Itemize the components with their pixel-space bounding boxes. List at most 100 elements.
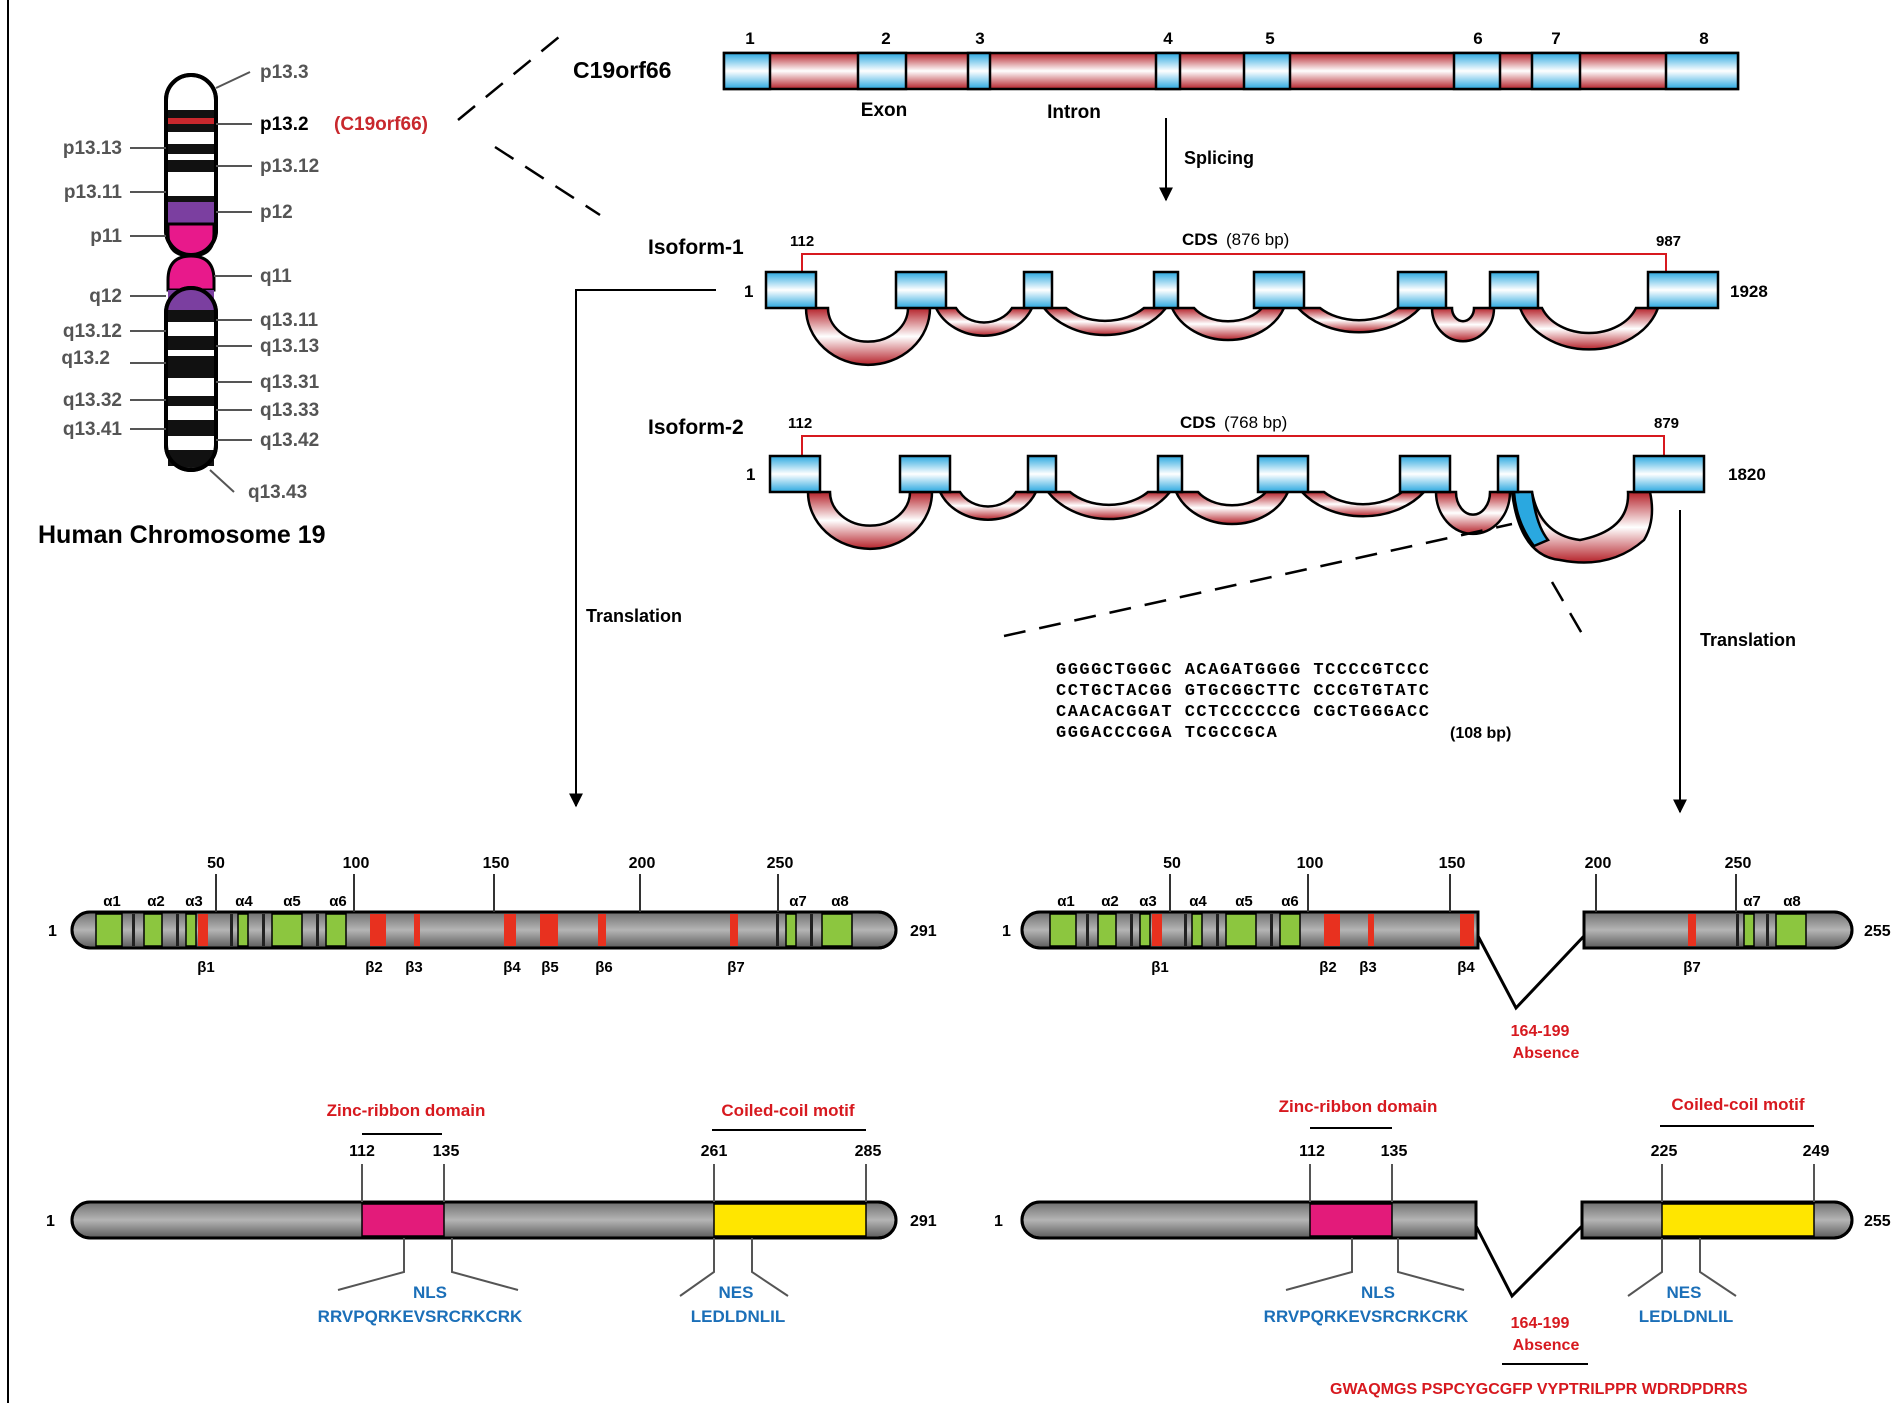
exon-number: 6 (1473, 29, 1482, 48)
alpha-helix (1191, 913, 1203, 947)
isoform1-cds-start: 112 (790, 233, 814, 250)
isoform2-structure (768, 454, 1706, 564)
alpha-label: α4 (235, 893, 253, 910)
domain1-end: 291 (910, 1213, 937, 1230)
isoform1-start: 1 (744, 282, 753, 301)
gene-exon (1452, 51, 1502, 91)
isoform2-exon (1496, 454, 1520, 494)
tick-label: 200 (1585, 855, 1612, 872)
alpha-label: α5 (1235, 893, 1253, 910)
alpha-helix (785, 913, 797, 947)
isoform2-exon (1256, 454, 1310, 494)
domain1-brackets (362, 1129, 866, 1135)
protein1-end: 291 (910, 923, 937, 940)
alpha-helix (1743, 913, 1755, 947)
beta-strand (504, 914, 516, 946)
band-dark-tip (168, 448, 214, 468)
zinc-ribbon-domain (1309, 1203, 1393, 1237)
exon-number: 1 (745, 29, 754, 48)
nls-sequence: RRVPQRKEVSRCRKCRK (1264, 1307, 1469, 1326)
beta-label: β3 (1359, 959, 1377, 976)
alpha-helix (1225, 913, 1257, 947)
exon-number: 8 (1699, 29, 1708, 48)
gene-exon (1664, 51, 1740, 91)
isoform1-exon (1646, 270, 1720, 310)
absence-range: 164-199 (1511, 1023, 1570, 1040)
gene-exon (1530, 51, 1582, 91)
position: 112 (1299, 1143, 1325, 1160)
nes-sequence: LEDLDNLIL (1639, 1307, 1733, 1326)
nls-label: NLS (413, 1283, 447, 1302)
beta-strand (1368, 914, 1374, 946)
isoform1-exon (1152, 270, 1180, 310)
splicing-label: Splicing (1184, 148, 1254, 168)
absence-text: Absence (1513, 1337, 1580, 1354)
domain2-coil-label: Coiled-coil motif (1671, 1095, 1805, 1114)
splice-junction-arc (1045, 490, 1173, 521)
band-dark (168, 110, 214, 118)
protein2-ticks (1169, 874, 1737, 912)
chromosome-right-leaders (209, 71, 252, 493)
protein1-ticks (215, 874, 779, 912)
beta-label: β4 (503, 959, 521, 976)
splice-junction-arc (1174, 490, 1290, 526)
nls-label: NLS (1361, 1283, 1395, 1302)
position: 112 (349, 1143, 375, 1160)
gene-structure (722, 51, 1740, 91)
band-label: q13.33 (260, 400, 319, 421)
protein2-beta-labels: β1 β2 β3 β4 β7 (1151, 959, 1701, 976)
position: 285 (855, 1143, 882, 1160)
alpha-helix (1775, 913, 1807, 947)
alpha-helix (1139, 913, 1151, 947)
alpha-helix (95, 913, 123, 947)
exon-label: Exon (861, 100, 907, 121)
beta-strand (1324, 914, 1340, 946)
translation-label-1: Translation (586, 606, 682, 626)
beta-label: β6 (595, 959, 613, 976)
band-label: p11 (90, 226, 122, 247)
tick-label: 50 (1163, 855, 1181, 872)
beta-label: β7 (727, 959, 745, 976)
band-q12 (168, 290, 214, 310)
tick-label: 250 (1725, 855, 1752, 872)
band-label: q13.11 (260, 310, 319, 331)
beta-strand (598, 914, 606, 946)
isoform1-cds-length: (876 bp) (1226, 230, 1289, 249)
gene-exon (966, 51, 992, 91)
alpha-label: α2 (1101, 893, 1119, 910)
absence-range: 164-199 (1511, 1315, 1570, 1332)
beta-label: β4 (1457, 959, 1475, 976)
splice-junction-arc-retained (1510, 490, 1654, 564)
isoform2-start: 1 (746, 465, 755, 484)
protein1-alpha-labels: α1 α2 α3 α4 α5 α6 α7 α8 (103, 893, 849, 910)
nls-sequence: RRVPQRKEVSRCRKCRK (318, 1307, 523, 1326)
domain1-motif-leaders (337, 1238, 789, 1297)
band-label: p13.12 (260, 156, 319, 177)
splice-junction-arc (1430, 306, 1496, 343)
band-label: q11 (260, 266, 292, 287)
exon-numbers: 1 2 3 4 5 6 7 8 (745, 29, 1708, 48)
alpha-helix (143, 913, 163, 947)
band-dark (168, 310, 214, 322)
splice-junction-arc (938, 490, 1038, 521)
splice-junction-arc (804, 306, 932, 367)
isoform1-cds-label: CDS (1182, 230, 1218, 249)
gene-locus-label: (C19orf66) (334, 114, 428, 135)
position: 135 (1381, 1143, 1408, 1160)
protein2-domains (1020, 1200, 1854, 1299)
isoform2-exon (1026, 454, 1058, 494)
protein1-secondary-structure (70, 910, 898, 950)
tick-label: 100 (1297, 855, 1324, 872)
band-dark (168, 196, 214, 202)
chromosome-band-labels: p13.3 p13.2 (C19orf66) p13.12 p12 q11 q1… (61, 62, 428, 503)
beta-strand (198, 914, 208, 946)
isoform1-exon (1396, 270, 1448, 310)
translation-label-2: Translation (1700, 630, 1796, 650)
position: 225 (1651, 1143, 1678, 1160)
band-label: q13.41 (63, 419, 123, 440)
domain2-deletion-gap (1474, 1224, 1584, 1299)
isoform1-name: Isoform-1 (648, 236, 744, 259)
domain2-absence-label: 164-199 Absence (1511, 1315, 1580, 1354)
beta-strand (414, 914, 420, 946)
